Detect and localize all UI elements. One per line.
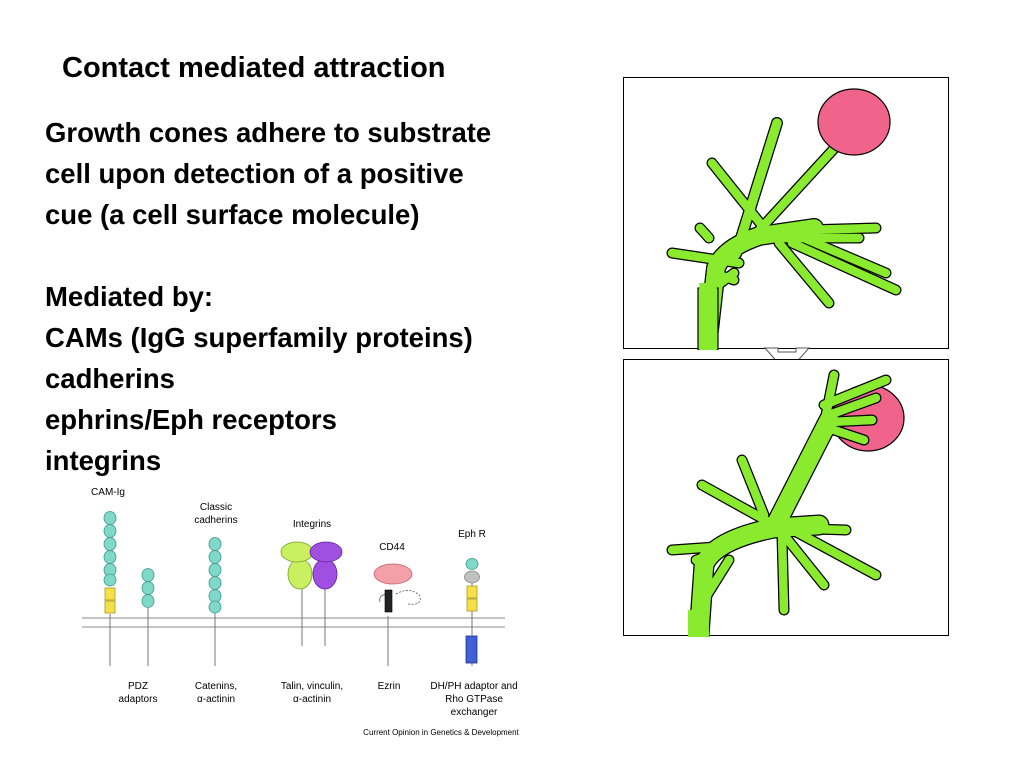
figure-credit: Current Opinion in Genetics & Developmen… [363, 728, 519, 737]
growth-cone-panel-before [623, 77, 949, 350]
label-talin-1: Talin, vinculin, [281, 681, 343, 692]
adhesion-molecules-diagram: CAM-Ig Classic cadherins Integrins CD44 … [82, 487, 520, 737]
cadherin-molecule [208, 537, 222, 666]
body-text: Growth cones adhere to substrate cell up… [45, 112, 491, 481]
integrin-heterodimer [280, 541, 343, 646]
spacer [45, 235, 491, 276]
cd44-molecule [373, 563, 421, 666]
label-classic-1: Classic [200, 502, 232, 513]
label-pdz-1: PDZ [128, 681, 148, 692]
body-line-2: cell upon detection of a positive [45, 158, 464, 189]
label-classic-2: cadherins [194, 515, 237, 526]
target-cell [817, 88, 891, 156]
cam-ig-molecule-1 [103, 511, 117, 666]
cam-ig-molecule-2 [141, 568, 155, 666]
mediated-by-heading: Mediated by: [45, 281, 214, 312]
label-ezrin: Ezrin [378, 681, 401, 692]
label-cd44: CD44 [379, 542, 405, 553]
mediator-integrins: integrins [45, 445, 162, 476]
growth-cone-panel-after [623, 359, 949, 637]
label-talin-2: α-actinin [293, 694, 331, 705]
mediator-ephrins: ephrins/Eph receptors [45, 404, 337, 435]
growth-cone-before-illustration [666, 88, 902, 350]
label-pdz-2: adaptors [119, 694, 158, 705]
label-cam-ig: CAM-Ig [91, 487, 125, 498]
eph-receptor-molecule [464, 558, 480, 666]
body-line-3: cue (a cell surface molecule) [45, 199, 420, 230]
slide-title: Contact mediated attraction [62, 52, 446, 84]
body-line-1: Growth cones adhere to substrate [45, 117, 492, 148]
label-dhph-1: DH/PH adaptor and [430, 681, 517, 692]
mediator-cadherins: cadherins [45, 363, 175, 394]
label-dhph-2: Rho GTPase [445, 694, 503, 705]
label-catenins-2: α-actinin [197, 694, 235, 705]
growth-cone-after-illustration [666, 369, 905, 637]
label-catenins-1: Catenins, [195, 681, 237, 692]
label-eph-r: Eph R [458, 529, 486, 540]
mediator-cams: CAMs (IgG superfamily proteins) [45, 322, 473, 353]
label-integrins: Integrins [293, 519, 331, 530]
label-dhph-3: exchanger [451, 707, 498, 718]
